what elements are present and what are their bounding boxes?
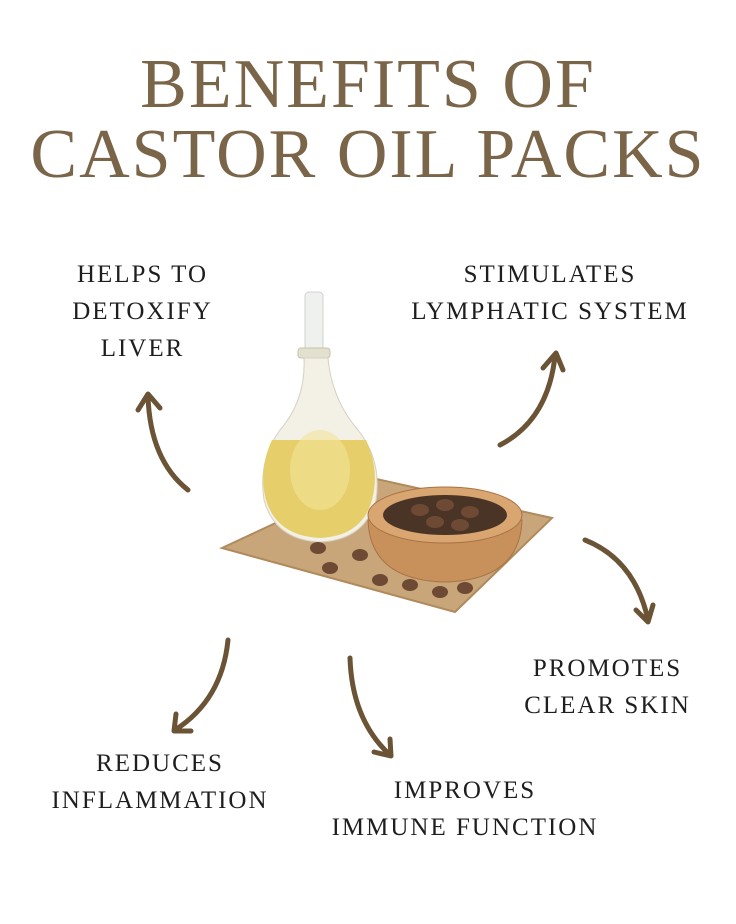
benefit-text: DETOXIFY: [72, 298, 213, 325]
benefit-text: REDUCES: [96, 750, 224, 777]
benefit-text: LYMPHATIC SYSTEM: [411, 298, 689, 325]
arrow-icon: [497, 350, 566, 448]
benefit-immune: IMPROVES IMMUNE FUNCTION: [305, 772, 625, 846]
benefit-clear-skin: PROMOTES CLEAR SKIN: [510, 650, 705, 724]
benefit-text: PROMOTES: [532, 655, 683, 682]
benefit-text: HELPS TO: [76, 261, 209, 288]
arrow-icon: [582, 537, 656, 625]
benefit-inflammation: REDUCES INFLAMMATION: [30, 745, 290, 819]
title-line-1: BENEFITS OF: [140, 46, 596, 123]
benefit-lymphatic: STIMULATES LYMPHATIC SYSTEM: [395, 256, 705, 330]
benefit-detox-liver: HELPS TO DETOXIFY LIVER: [40, 256, 245, 367]
benefit-text: STIMULATES: [463, 261, 637, 288]
benefit-text: CLEAR SKIN: [524, 692, 691, 719]
benefit-text: IMPROVES: [393, 777, 537, 804]
arrow-icon: [135, 391, 191, 493]
benefit-text: INFLAMMATION: [51, 787, 269, 814]
title-line-2: CASTOR OIL PACKS: [30, 116, 706, 193]
benefit-text: LIVER: [100, 335, 185, 362]
arrow-icon: [171, 637, 231, 734]
castor-oil-image: [219, 291, 555, 614]
benefit-text: IMMUNE FUNCTION: [331, 814, 599, 841]
arrow-icon: [347, 655, 394, 759]
